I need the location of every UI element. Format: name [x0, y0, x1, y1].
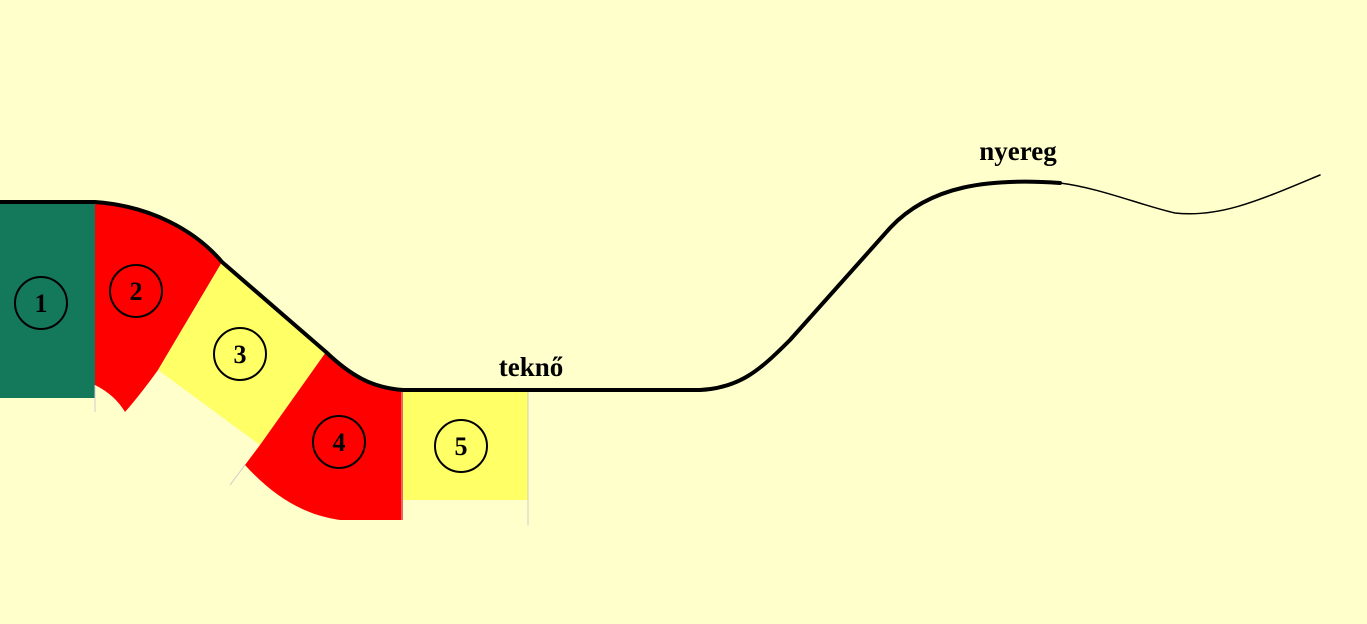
segment-2-number: 2: [130, 277, 143, 306]
segment-1-fill: [0, 202, 95, 398]
segment-4-fill: [245, 352, 403, 520]
segment-4-edge: [229, 464, 246, 486]
segment-5: 5: [401, 390, 529, 525]
segment-5-fill: [403, 390, 528, 500]
segment-2: 2: [94, 202, 222, 412]
segment-3-number: 3: [234, 340, 247, 369]
segment-1-number: 1: [35, 289, 48, 318]
segment-1: 1: [0, 202, 95, 398]
saddle-label: nyereg: [979, 136, 1057, 166]
segment-5-number: 5: [455, 432, 468, 461]
road-profile-line-thin: [1059, 174, 1321, 215]
segment-4-number-circle: [312, 415, 366, 469]
segment-5-number-circle: [434, 419, 488, 473]
segment-4: 4: [229, 352, 403, 520]
segment-2-number-circle: [109, 264, 163, 318]
segment-3: 3: [158, 262, 326, 445]
segment-2-fill: [95, 202, 222, 412]
segment-3-fill: [158, 262, 326, 445]
road-profile-line: [0, 179, 1062, 392]
segment-1-number-circle: [14, 276, 68, 330]
segment-3-number-circle: [213, 327, 267, 381]
trough-label: teknő: [499, 352, 564, 382]
segment-4-number: 4: [333, 428, 346, 457]
